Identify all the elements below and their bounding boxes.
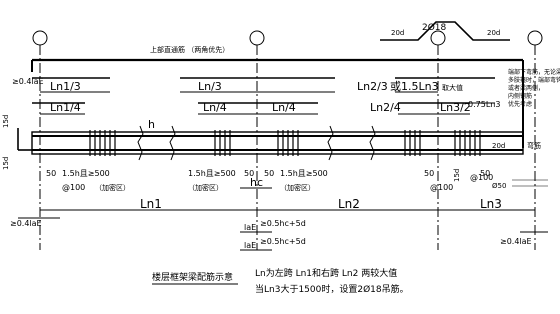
label-bent: 弯筋 [527,141,541,150]
label-h: h [148,118,155,131]
label-15d-right: 15d [453,169,461,182]
stirrups-right [404,130,421,156]
label-ln3-2: Ln3/2 [440,101,471,114]
hook-left-length: 20d [391,29,404,37]
label-ln3: Ln3 [480,197,502,211]
support-hatch [512,179,548,187]
top-hanger-bar [380,21,510,41]
caption-title: 楼层框架梁配筋示意 [152,271,233,283]
label-15h-b: 1.5h且≥500 [188,169,236,178]
label-50-c: 50 [264,169,274,178]
label-50-b: 50 [244,169,254,178]
label-ln-3: Ln/3 [198,80,222,93]
axis-bubble-2 [249,30,265,46]
label-ln-4-a: Ln/4 [203,101,227,114]
top-hanger-label: 2Ø18 [422,22,447,33]
label-hc: hc [250,176,263,189]
label-dense-a: （加密区） [95,183,130,192]
label-dense-c: （加密区） [280,183,315,192]
label-at100-c: @100 [470,173,493,182]
anchor-04lae-bottom-right: ≥0.4laE [500,237,532,246]
label-take-max: 取大值 [442,83,463,92]
axis-bubble-3 [430,30,446,46]
label-ln2-3: Ln2/3 [357,80,388,93]
label-50-e: 50 [480,169,490,178]
label-hc5d-b: ≥0.5hc+5d [260,237,306,246]
label-20d: 20d [492,142,505,150]
stirrups-cantilever [454,130,481,156]
label-hc5d-a: ≥0.5hc+5d [260,219,306,228]
label-15h-c: 1.5h且≥500 [280,169,328,178]
label-15ln3: 或1.5Ln3 [390,80,439,93]
top-through-bars-label: 上部直通筋 （两角优先） [150,45,229,54]
break-mark-3 [327,125,334,161]
anchor-04lae-bottom-left: ≥0.4laE [10,219,42,228]
label-lae-b: laE [244,241,256,250]
label-075ln3: 0.75Ln3 [468,100,500,109]
label-at100-b: @100 [430,183,453,192]
label-50-a: 50 [46,169,56,178]
label-15h-a: 1.5h且≥500 [62,169,110,178]
label-ln-4-b: Ln/4 [272,101,296,114]
label-ln1-3: Ln1/3 [50,80,81,93]
axis-bubble-4 [527,30,543,46]
right-note-1: 端部下弯筋，无论梁宽 [508,68,560,76]
right-note-4: 内侧钢筋 [508,92,532,100]
break-mark-1 [137,125,144,161]
right-note-2: 多肢箍时，端部弯钩 [508,76,560,84]
label-lae-a: laE [244,223,256,232]
axis-bubble-1 [32,30,48,46]
stirrups-mid-right [277,130,299,156]
label-ln1-4: Ln1/4 [50,101,81,114]
right-note-3: 或者梁两侧， [508,84,544,92]
caption-line-2: 当Ln3大于1500时，设置2Ø18吊筋。 [255,283,409,295]
break-mark-4 [369,125,376,161]
anchor-04lae-top: ≥0.4laE [12,77,44,86]
hook-right-length: 20d [487,29,500,37]
label-ln2: Ln2 [338,197,360,211]
stirrups-mid-left [214,130,231,156]
right-note-5: 优先考虑 [508,100,532,108]
label-ln2-4: Ln2/4 [370,101,401,114]
caption-line-1: Ln为左跨 Ln1和右跨 Ln2 两较大值 [255,267,397,279]
label-50-d: 50 [424,169,434,178]
label-at100-a: @100 [62,183,85,192]
stirrups-left [89,130,116,156]
label-ln1: Ln1 [140,197,162,211]
label-15d-left: 15d [2,115,10,128]
break-mark-2 [169,125,176,161]
label-dense-b: （加密区） [188,183,223,192]
label-15d-left-2: 15d [2,157,10,170]
label-phi50: Ø50 [492,182,506,190]
